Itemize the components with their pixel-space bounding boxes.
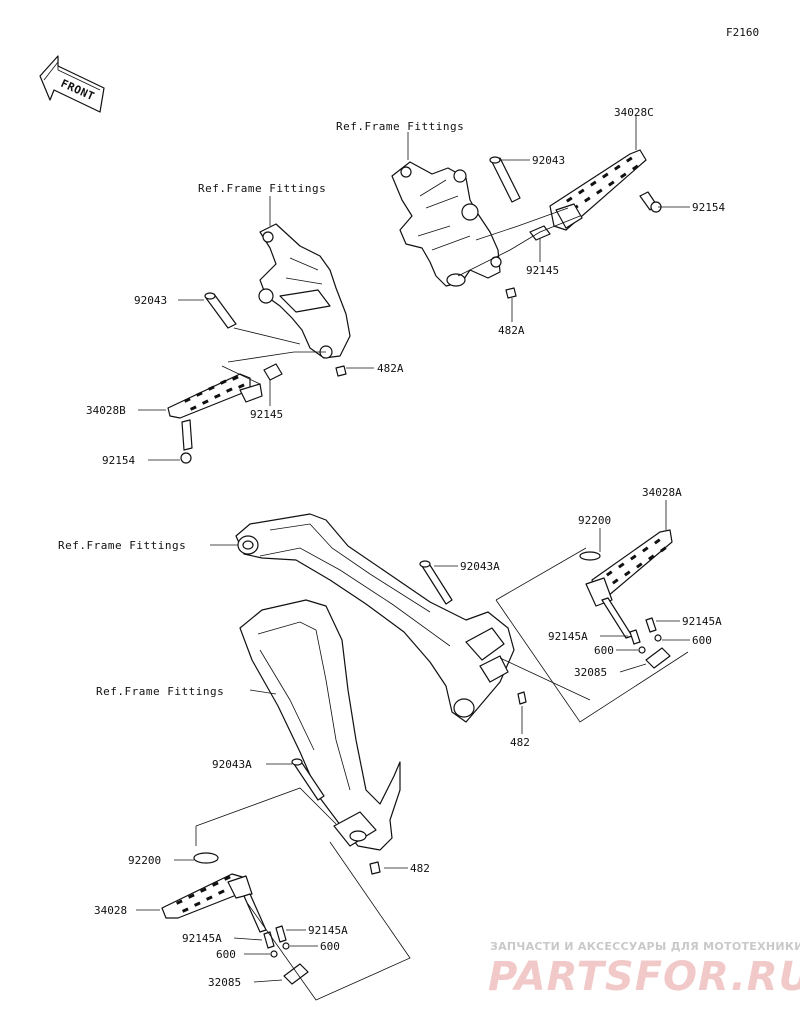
lower-left-footpeg-34028 xyxy=(161,873,267,933)
lower-left-bracket xyxy=(239,599,401,851)
lower-left-plate-32085 xyxy=(283,963,309,985)
label-92154-upper-left: 92154 xyxy=(102,454,135,467)
label-92200-lower-right: 92200 xyxy=(578,514,611,527)
lower-left-washer-92200 xyxy=(193,852,219,864)
label-600-lower-left-2: 600 xyxy=(216,948,236,961)
label-92145A-lower-right-2: 92145A xyxy=(548,630,588,643)
label-92145A-lower-left-1: 92145A xyxy=(308,924,348,937)
upper-left-bracket xyxy=(258,223,351,359)
lower-right-washer-92200 xyxy=(579,551,601,561)
label-92145A-lower-right-1: 92145A xyxy=(682,615,722,628)
upper-right-spring-92145 xyxy=(529,225,551,241)
label-92145A-lower-left-2: 92145A xyxy=(182,932,222,945)
label-92145-upper-right: 92145 xyxy=(526,264,559,277)
lower-right-pin-92043A xyxy=(419,560,453,605)
label-92145-upper-left: 92145 xyxy=(250,408,283,421)
lower-left-pin-92043A xyxy=(291,758,325,801)
figure-code: F2160 xyxy=(726,26,759,39)
watermark-caption: ЗАПЧАСТИ И АКСЕССУАРЫ ДЛЯ МОТОТЕХНИКИ xyxy=(490,940,800,953)
lower-right-leaders xyxy=(210,500,690,734)
label-92154-upper-right: 92154 xyxy=(692,201,725,214)
upper-left-leaders xyxy=(138,196,374,461)
label-600-lower-right-2: 600 xyxy=(594,644,614,657)
label-32085-lower-left: 32085 xyxy=(208,976,241,989)
upper-right-bracket xyxy=(391,161,502,287)
callout-labels: Ref.Frame Fittings Ref.Frame Fittings Re… xyxy=(58,106,725,989)
ref-label-upper-left: Ref.Frame Fittings xyxy=(198,182,326,195)
upper-left-clip-482A xyxy=(335,365,347,377)
upper-left-bolt-92154 xyxy=(180,419,193,464)
ref-label-lower-right: Ref.Frame Fittings xyxy=(58,539,186,552)
lower-right-plate-32085 xyxy=(645,647,671,669)
lower-left-clip-482 xyxy=(369,861,381,875)
lower-left-leaders xyxy=(136,689,411,1001)
upper-right-clip-482A xyxy=(505,287,517,299)
ref-label-upper-right: Ref.Frame Fittings xyxy=(336,120,464,133)
lower-right-clip-482 xyxy=(517,691,527,705)
label-34028B: 34028B xyxy=(86,404,126,417)
label-92043A-lower-left: 92043A xyxy=(212,758,252,771)
label-600-lower-left-1: 600 xyxy=(320,940,340,953)
ref-label-lower-left: Ref.Frame Fittings xyxy=(96,685,224,698)
lower-right-footpeg-34028A xyxy=(585,529,673,639)
label-482A-upper-right: 482A xyxy=(498,324,525,337)
lower-right-bracket xyxy=(235,513,515,723)
label-600-lower-right-1: 600 xyxy=(692,634,712,647)
upper-left-footpeg-34028B xyxy=(167,373,263,419)
lower-right-springs-92145A xyxy=(629,617,662,654)
label-92043-upper-right: 92043 xyxy=(532,154,565,167)
label-34028C: 34028C xyxy=(614,106,654,119)
label-92200-lower-left: 92200 xyxy=(128,854,161,867)
watermark-logo: PARTSFOR.RU xyxy=(488,954,800,1000)
upper-right-leaders xyxy=(407,116,690,322)
label-482-lower-left: 482 xyxy=(410,862,430,875)
lower-left-springs-92145A xyxy=(263,925,290,958)
label-482-lower-right: 482 xyxy=(510,736,530,749)
label-34028A: 34028A xyxy=(642,486,682,499)
label-34028: 34028 xyxy=(94,904,127,917)
upper-right-bolt-92154 xyxy=(639,191,662,213)
label-482A-upper-left: 482A xyxy=(377,362,404,375)
label-92043-upper-left: 92043 xyxy=(134,294,167,307)
upper-right-footpeg-34028C xyxy=(549,149,647,231)
label-32085-lower-right: 32085 xyxy=(574,666,607,679)
label-92043A-lower-right: 92043A xyxy=(460,560,500,573)
upper-left-spring-92145 xyxy=(263,363,283,381)
front-arrow: FRONT xyxy=(39,55,105,113)
watermark: ЗАПЧАСТИ И АКСЕССУАРЫ ДЛЯ МОТОТЕХНИКИ PA… xyxy=(488,940,800,1000)
upper-left-pin-92043 xyxy=(204,292,237,329)
upper-right-pin-92043 xyxy=(489,156,521,203)
